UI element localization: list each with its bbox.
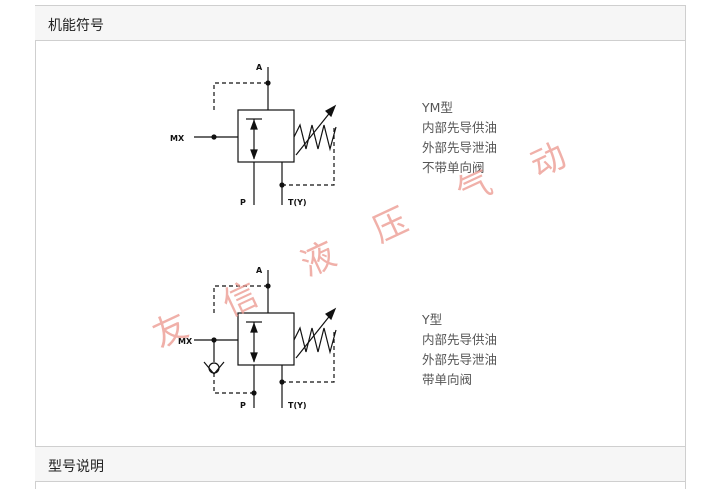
label-port-mx: MX	[170, 134, 185, 143]
variant-y-description: Y型 内部先导供油 外部先导泄油 带单向阀	[422, 310, 497, 390]
content-frame	[35, 5, 686, 489]
section-title: 机能符号	[48, 18, 104, 34]
variant-name: YM型	[422, 100, 453, 115]
hydraulic-symbol-y: A MX P T(Y)	[178, 266, 337, 410]
variant-line: 内部先导供油	[422, 332, 498, 347]
variant-line: 内部先导供油	[422, 120, 498, 135]
variant-line: 不带单向阀	[422, 160, 485, 175]
label-port-p: P	[240, 198, 246, 207]
variant-line: 外部先导泄油	[422, 352, 498, 367]
variant-line: 带单向阀	[422, 372, 473, 387]
label-port-mx: MX	[178, 337, 193, 346]
section-header-model: 型号说明	[35, 446, 685, 482]
label-port-a: A	[256, 63, 263, 72]
variant-name: Y型	[422, 312, 443, 327]
label-port-t: T(Y)	[288, 401, 307, 410]
hydraulic-symbol-ym: A MX P T(Y)	[170, 63, 337, 207]
section-header-symbol: 机能符号	[35, 5, 685, 41]
section-title: 型号说明	[48, 459, 104, 475]
variant-ym-description: YM型 内部先导供油 外部先导泄油 不带单向阀	[422, 98, 497, 178]
variant-line: 外部先导泄油	[422, 140, 498, 155]
label-port-t: T(Y)	[288, 198, 307, 207]
label-port-a: A	[256, 266, 263, 275]
label-port-p: P	[240, 401, 246, 410]
